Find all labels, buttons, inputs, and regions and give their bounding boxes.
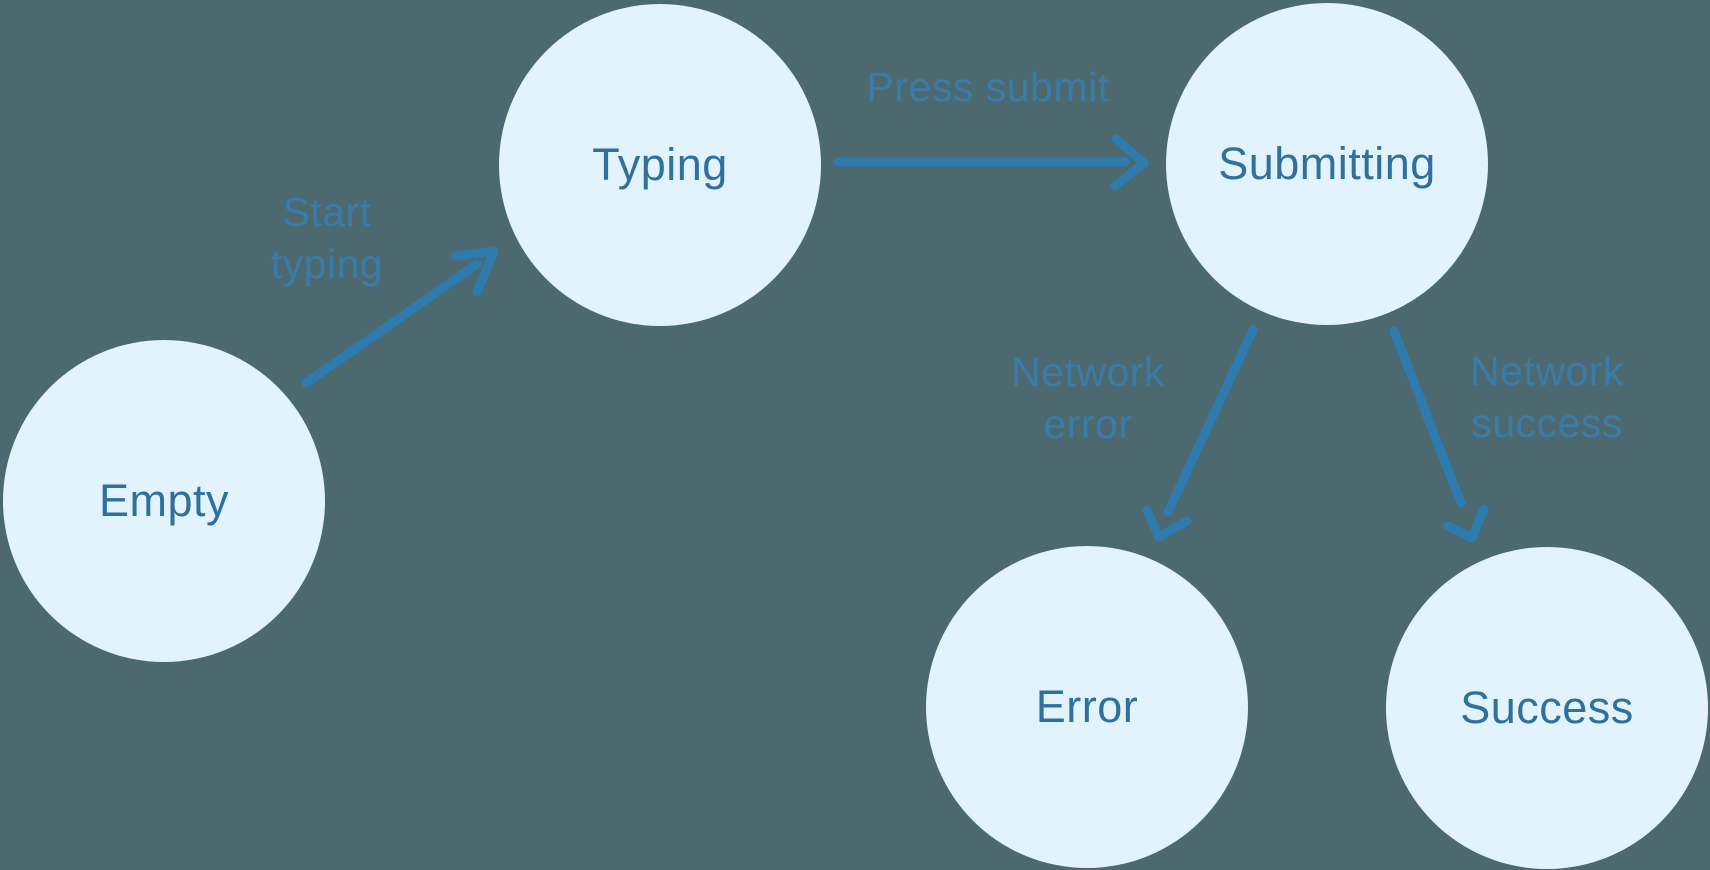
state-label-error: Error [1035,681,1139,732]
state-node-submitting: Submitting [1166,3,1488,325]
edge-label-network-success: Network success [1470,348,1624,446]
state-label-submitting: Submitting [1218,138,1436,189]
state-label-empty: Empty [98,475,230,526]
edge-label-start-typing: Start typing [270,189,384,287]
arrowhead-icon [1110,134,1149,191]
state-label-typing: Typing [592,139,728,190]
state-node-empty: Empty [3,340,325,662]
state-node-success: Success [1386,547,1708,869]
edge-label-network-error: Network error [1011,349,1165,447]
edge-label-press-submit: Press submit [866,64,1110,110]
arrow-typing-to-submitting [833,134,1149,191]
arrowhead-icon [1443,504,1489,543]
state-node-error: Error [926,546,1248,868]
arrowhead-icon [1142,505,1192,542]
arrow-shaft [1389,326,1466,508]
arrowhead-icon [450,246,499,297]
state-label-success: Success [1460,682,1634,733]
state-node-typing: Typing [499,4,821,326]
